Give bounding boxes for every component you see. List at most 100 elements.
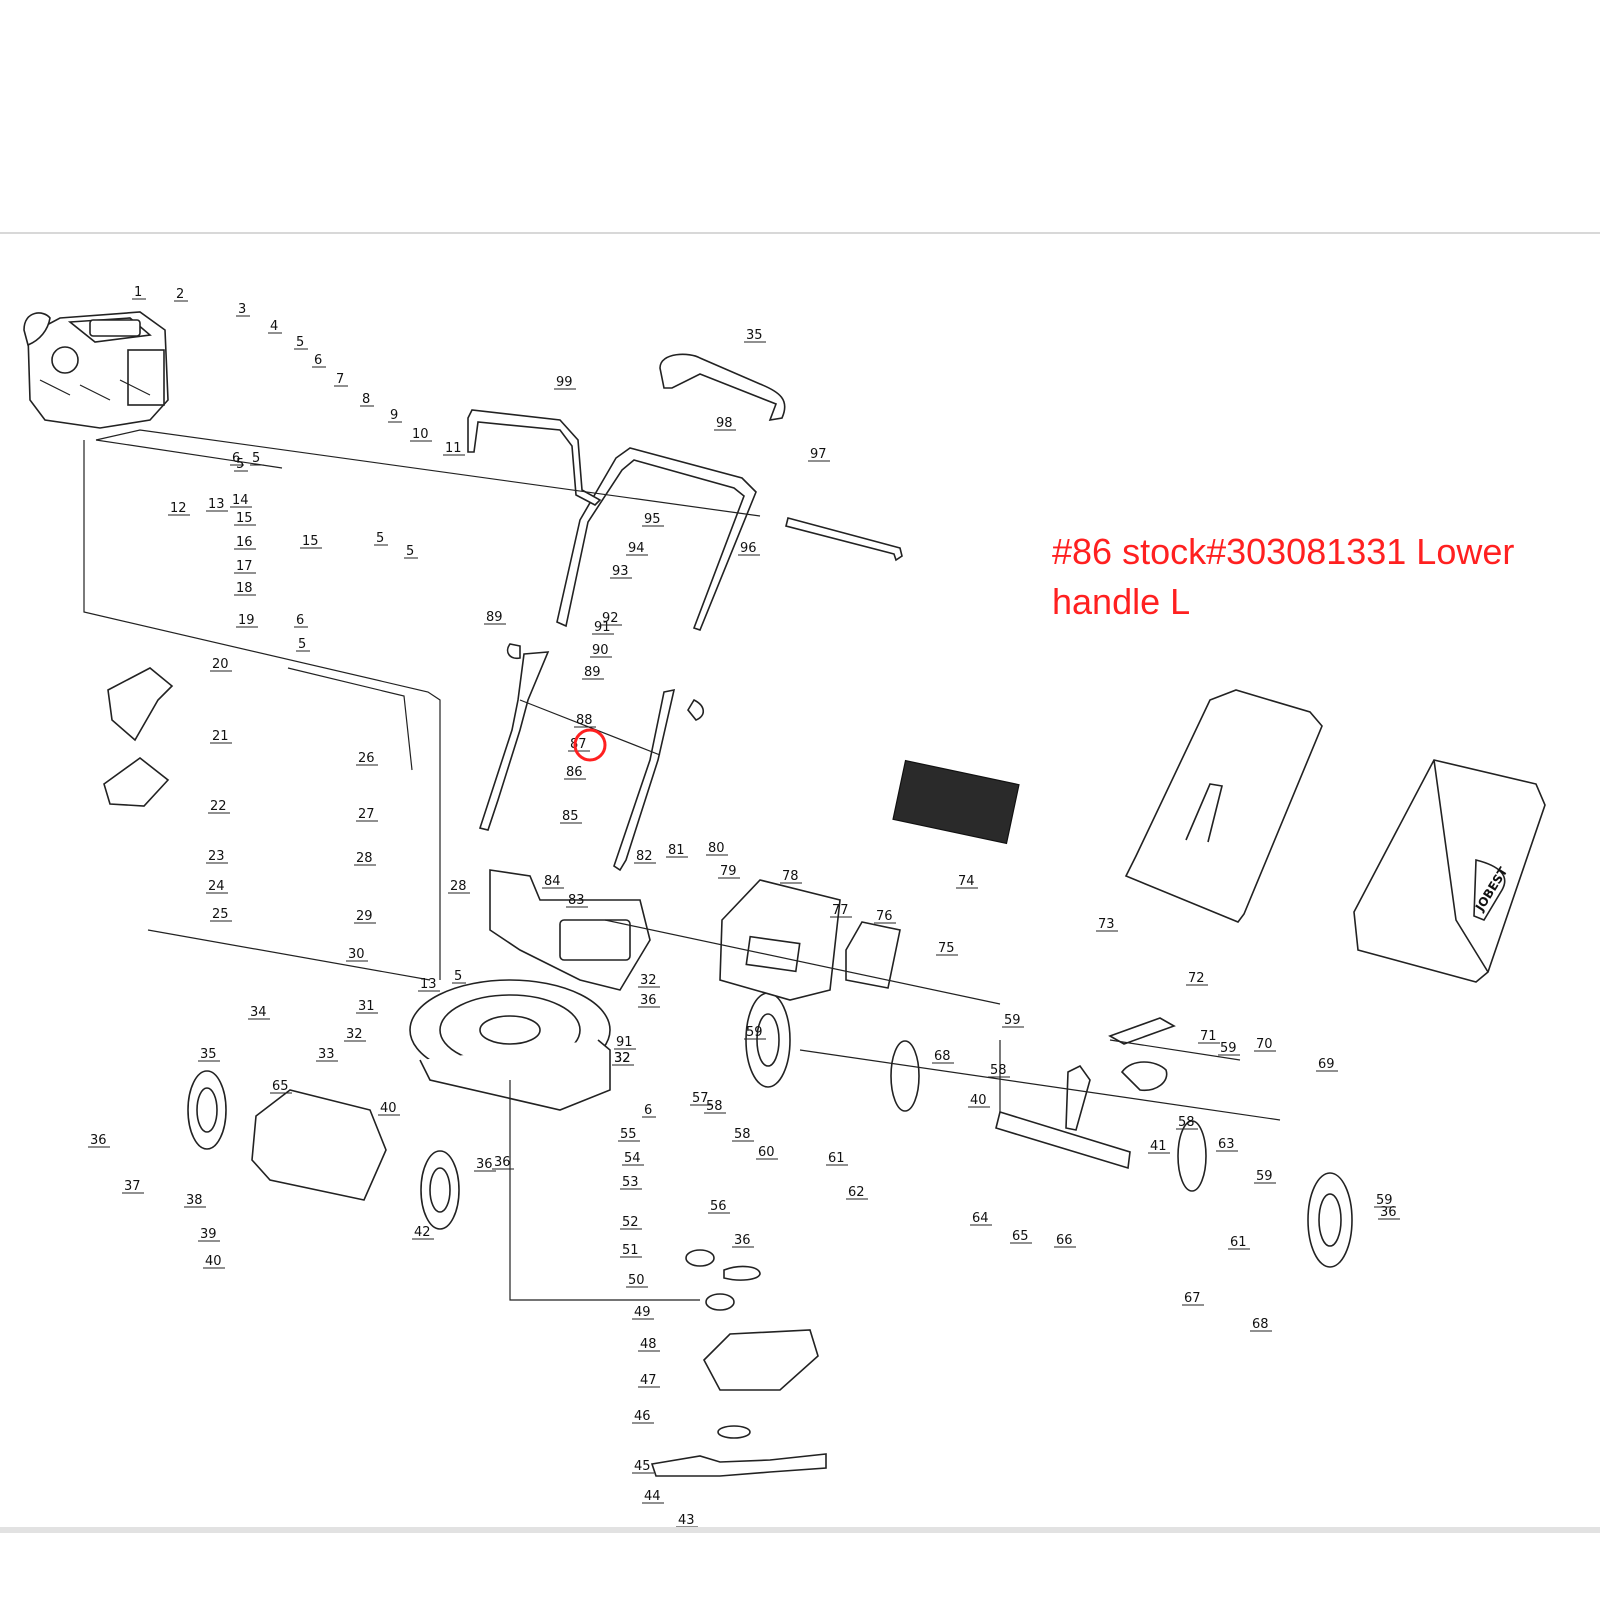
- callout-label: 58: [734, 1127, 751, 1142]
- callout-label: 73: [1098, 917, 1115, 932]
- callout-label: 12: [170, 501, 187, 516]
- callout-label: 89: [486, 610, 503, 625]
- callout-label: 32: [346, 1027, 363, 1042]
- callout-label: 86: [566, 765, 583, 780]
- blade-assembly: [650, 1249, 827, 1477]
- callout-label: 20: [212, 657, 229, 672]
- callout-label: 80: [708, 841, 725, 856]
- callout-label: 59: [1004, 1013, 1021, 1028]
- callout-label: 90: [592, 643, 609, 658]
- callout-label: 32: [614, 1051, 631, 1066]
- callout-label: 69: [1318, 1057, 1335, 1072]
- callout-label: 30: [348, 947, 365, 962]
- callout-label: 61: [1230, 1235, 1247, 1250]
- callout-label: 7: [336, 372, 344, 387]
- callout-label: 84: [544, 874, 561, 889]
- callout-label: 37: [124, 1179, 141, 1194]
- callout-label: 42: [414, 1225, 431, 1240]
- callout-label: 6: [232, 451, 240, 466]
- callout-label: 52: [622, 1215, 639, 1230]
- callout-label: 15: [236, 511, 253, 526]
- callout-label: 78: [782, 869, 799, 884]
- callout-label: 62: [848, 1185, 865, 1200]
- callout-label: 6: [296, 613, 304, 628]
- callout-label: 18: [236, 581, 253, 596]
- callout-label: 28: [356, 851, 373, 866]
- callout-label: 5: [454, 969, 462, 984]
- callout-label: 5: [376, 531, 384, 546]
- callout-label: 27: [358, 807, 375, 822]
- callout-label: 57: [692, 1091, 709, 1106]
- callout-label: 47: [640, 1373, 657, 1388]
- callout-label: 75: [938, 941, 955, 956]
- callout-label: 33: [318, 1047, 335, 1062]
- callout-label: 88: [576, 713, 593, 728]
- callout-label: 26: [358, 751, 375, 766]
- callout-label: 16: [236, 535, 253, 550]
- callout-label: 49: [634, 1305, 651, 1320]
- deck: [409, 869, 651, 1111]
- callout-label: 1: [134, 285, 142, 300]
- callout-label: 40: [970, 1093, 987, 1108]
- callout-label: 97: [810, 447, 827, 462]
- callout-label: 35: [200, 1047, 217, 1062]
- callout-label: 64: [972, 1211, 989, 1226]
- callout-label: 66: [1056, 1233, 1073, 1248]
- callout-label: 58: [706, 1099, 723, 1114]
- callout-label: 45: [634, 1459, 651, 1474]
- callout-label: 24: [208, 879, 225, 894]
- callout-label: 36: [90, 1133, 107, 1148]
- callout-label: 96: [740, 541, 757, 556]
- header-divider: [0, 232, 1600, 234]
- callout-label: 87: [570, 737, 587, 752]
- callout-label: 3: [238, 302, 246, 317]
- highlight-circle-86: [573, 728, 607, 762]
- callout-label: 53: [622, 1175, 639, 1190]
- callout-label: 46: [634, 1409, 651, 1424]
- callout-label: 22: [210, 799, 227, 814]
- callout-label: 93: [612, 564, 629, 579]
- callout-label: 17: [236, 559, 253, 574]
- callout-label: 50: [628, 1273, 645, 1288]
- callout-label: 19: [238, 613, 255, 628]
- callout-label: 54: [624, 1151, 641, 1166]
- handle-bars: [467, 353, 903, 872]
- callout-label: 5: [296, 335, 304, 350]
- callout-label: 68: [1252, 1317, 1269, 1332]
- leader-lines: [83, 429, 1281, 1301]
- callout-label: 83: [568, 893, 585, 908]
- header-blank-area: [0, 0, 1600, 232]
- callout-label: 5: [252, 451, 260, 466]
- callout-label: 29: [356, 909, 373, 924]
- callout-label: 4: [270, 319, 278, 334]
- callout-label: 31: [358, 999, 375, 1014]
- callout-label: 2: [176, 287, 184, 302]
- part-annotation: #86 stock#303081331 Lower handle L: [1052, 531, 1515, 622]
- callout-label: 58: [1178, 1115, 1195, 1130]
- callout-label: 40: [205, 1254, 222, 1269]
- callout-label: 41: [1150, 1139, 1167, 1154]
- callout-label: 39: [200, 1227, 217, 1242]
- callout-label: 91: [594, 620, 611, 635]
- callout-label: 70: [1256, 1037, 1273, 1052]
- callout-label: 91: [616, 1035, 633, 1050]
- callout-label: 59: [746, 1025, 763, 1040]
- callout-label: 65: [1012, 1229, 1029, 1244]
- callout-label: 76: [876, 909, 893, 924]
- callout-label: 67: [1184, 1291, 1201, 1306]
- callout-label: 35: [746, 328, 763, 343]
- callout-label: 10: [412, 427, 429, 442]
- callout-label: 82: [636, 849, 653, 864]
- callout-label: 59: [1256, 1169, 1273, 1184]
- callout-label: 5: [406, 544, 414, 559]
- callout-label: 21: [212, 729, 229, 744]
- callout-label: 6: [644, 1103, 652, 1118]
- callout-label: 77: [832, 903, 849, 918]
- callout-label: 58: [990, 1063, 1007, 1078]
- callout-label: 14: [232, 493, 249, 508]
- front-cover-and-wheels: [103, 667, 1353, 1268]
- callout-label: 59: [1220, 1041, 1237, 1056]
- callout-label: 40: [380, 1101, 397, 1116]
